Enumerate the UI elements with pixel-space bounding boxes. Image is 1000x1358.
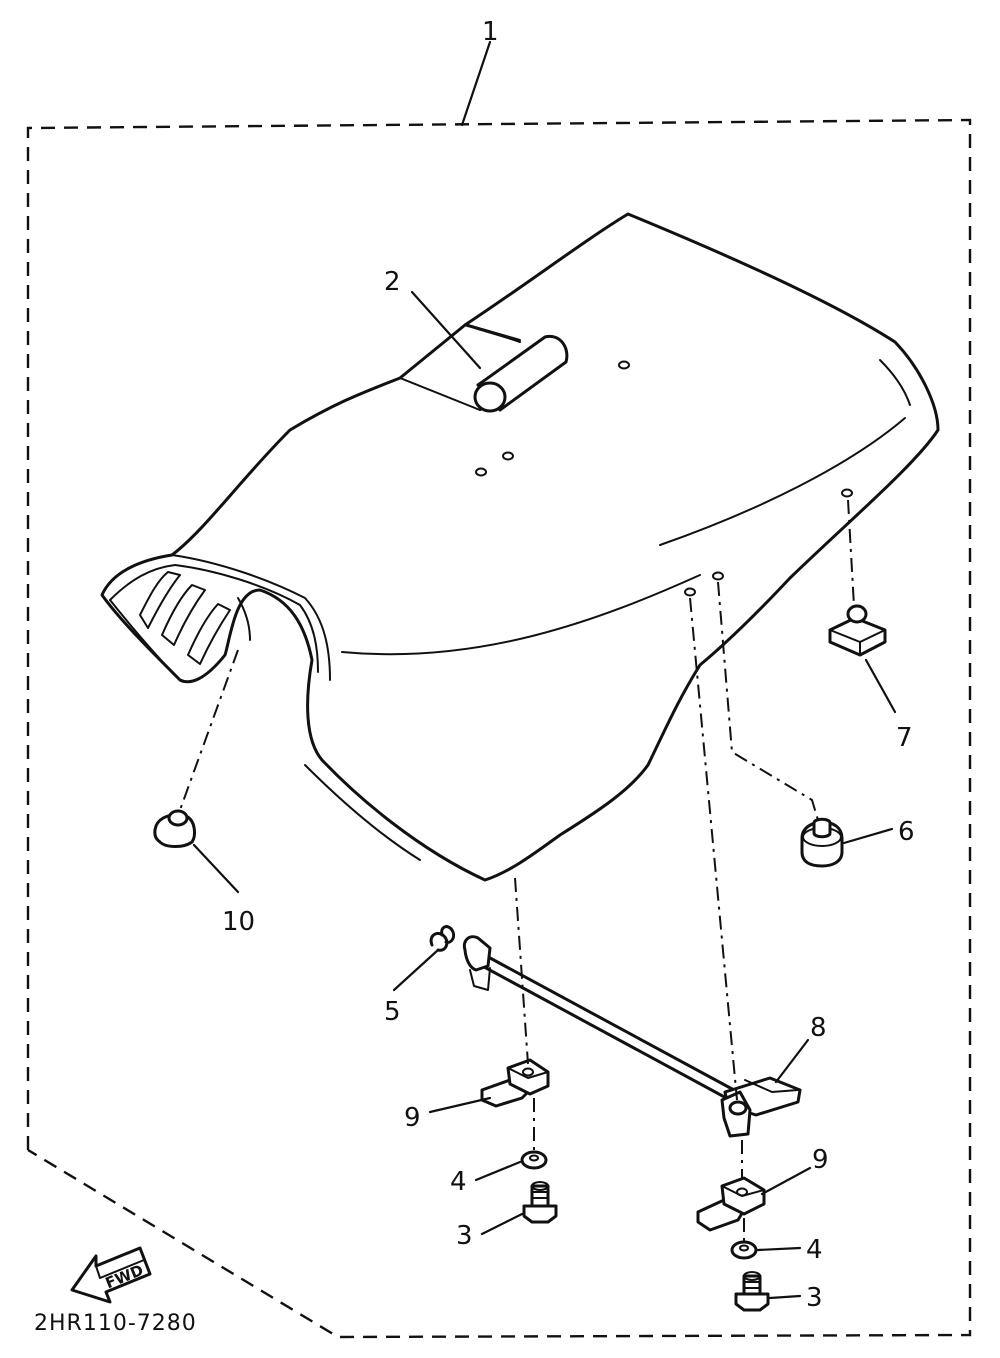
part-2-strap xyxy=(467,324,569,413)
diagram-code: 2HR110-7280 xyxy=(34,1311,197,1336)
underside-ribs xyxy=(139,571,251,665)
callout-labels: 1 2 7 6 10 5 8 9 9 4 4 3 3 xyxy=(222,17,915,1313)
callout-1: 1 xyxy=(482,17,499,47)
leader-lines xyxy=(192,40,897,1300)
assembly-boundary xyxy=(26,118,972,1339)
part-8-hinge-bar xyxy=(462,935,802,1138)
mounting-holes xyxy=(475,360,853,597)
part-5-spring xyxy=(429,925,456,952)
part-10-damper xyxy=(153,809,196,848)
part-4-washer-left xyxy=(520,1150,548,1170)
callout-5: 5 xyxy=(384,997,401,1027)
callout-6: 6 xyxy=(898,817,915,847)
callout-4-right: 4 xyxy=(806,1235,823,1265)
part-9-bracket-right xyxy=(696,1176,766,1232)
part-4-washer-right xyxy=(730,1240,758,1260)
callout-8: 8 xyxy=(810,1013,827,1043)
part-6-damper xyxy=(800,817,844,868)
callout-3-left: 3 xyxy=(456,1221,473,1251)
callout-2: 2 xyxy=(384,267,401,297)
assembly-lines xyxy=(179,499,855,1242)
callout-7: 7 xyxy=(896,723,913,753)
part-3-bolt-left xyxy=(522,1181,558,1224)
part-9-bracket-left xyxy=(480,1058,550,1108)
seat-body xyxy=(100,212,940,882)
callout-3-right: 3 xyxy=(806,1283,823,1313)
callout-10: 10 xyxy=(222,907,255,937)
callout-9-right: 9 xyxy=(812,1145,829,1175)
part-3-bolt-right xyxy=(734,1271,770,1312)
part-7-clip-nut xyxy=(828,604,887,657)
callout-4-left: 4 xyxy=(450,1167,467,1197)
fwd-arrow-icon: FWD xyxy=(70,1246,152,1304)
callout-9-left: 9 xyxy=(404,1103,421,1133)
